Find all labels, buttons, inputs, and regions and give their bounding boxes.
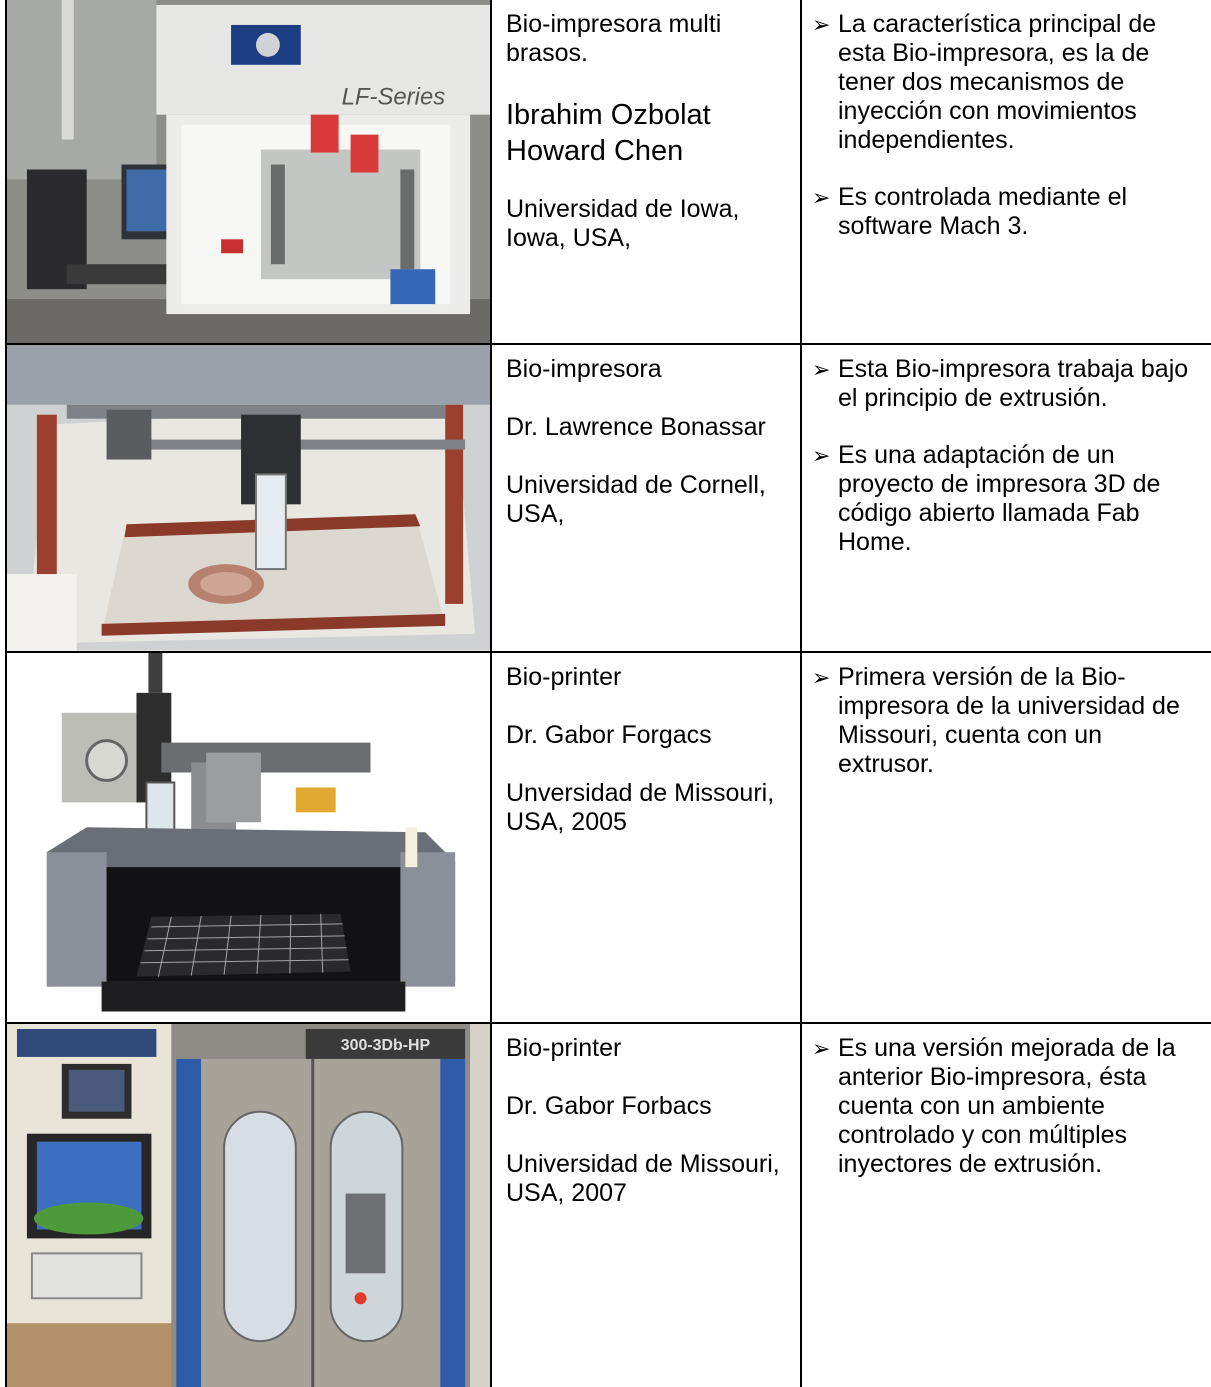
table-row: Bio-impresora Dr. Lawrence Bonassar Univ… [5, 343, 1211, 653]
bullet-list: ➢Primera versión de la Bio-impresora de … [812, 663, 1204, 779]
bullet-list: ➢Esta Bio-impresora trabaja bajo el prin… [812, 355, 1204, 557]
bullet-item: ➢Esta Bio-impresora trabaja bajo el prin… [812, 355, 1189, 412]
printer-title: Bio-impresora [506, 355, 662, 383]
photo-model-label: 300-3Db-HP [341, 1037, 431, 1054]
fab-home-printer-photo [8, 345, 489, 650]
table-row: LF-Series Bio-impresora multi brasos. Ib… [5, 0, 1211, 345]
extruder-bioprinter-photo [8, 653, 489, 1022]
arrow-bullet-icon: ➢ [812, 664, 831, 690]
photo-cell [5, 343, 492, 653]
photo-cell: LF-Series [5, 0, 492, 345]
photo-cell: 300-3Db-HP [5, 1022, 492, 1387]
arrow-bullet-icon: ➢ [812, 357, 831, 382]
printer-title: Bio-printer [506, 1034, 622, 1063]
bullet-item: ➢Es una adaptación de un proyecto de imp… [812, 441, 1161, 556]
arrow-bullet-icon: ➢ [812, 443, 831, 468]
well-plate-grid [136, 913, 351, 977]
description-cell: ➢La característica principal de esta Bio… [800, 0, 1211, 345]
arrow-bullet-icon: ➢ [812, 12, 831, 37]
bioprinter-table: LF-Series Bio-impresora multi brasos. Ib… [5, 0, 1211, 1387]
printer-institution: Universidad de Iowa, Iowa, USA, [506, 195, 740, 252]
table-row: 300-3Db-HP Bio-printer Dr. Gabor Forbacs… [5, 1022, 1211, 1387]
bullet-item: ➢Es una versión mejorada de la anterior … [812, 1034, 1176, 1179]
printer-institution: Unversidad de Missouri, USA, 2005 [506, 778, 775, 836]
description-cell: ➢Primera versión de la Bio-impresora de … [800, 650, 1211, 1025]
info-cell: Bio-impresora multi brasos. Ibrahim Ozbo… [490, 0, 802, 345]
printer-authors: Dr. Gabor Forbacs [506, 1092, 712, 1121]
info-cell: Bio-impresora Dr. Lawrence Bonassar Univ… [490, 343, 802, 653]
bullet-list: ➢Es una versión mejorada de la anterior … [812, 1034, 1204, 1179]
bullet-item: ➢Primera versión de la Bio-impresora de … [812, 662, 1180, 778]
bullet-item: ➢La característica principal de esta Bio… [812, 10, 1157, 154]
bullet-list: ➢La característica principal de esta Bio… [812, 10, 1204, 241]
arrow-bullet-icon: ➢ [812, 185, 831, 210]
bullet-item: ➢Es controlada mediante el software Mach… [812, 183, 1128, 240]
printer-authors: Dr. Gabor Forgacs [506, 720, 712, 749]
photo-cell [5, 650, 492, 1025]
bioprinter-cabinet-photo: LF-Series [8, 0, 489, 342]
printer-title: Bio-impresora multi brasos. [506, 10, 722, 67]
printer-institution: Universidad de Cornell, USA, [506, 471, 766, 528]
printer-title: Bio-printer [506, 662, 622, 691]
description-cell: ➢Esta Bio-impresora trabaja bajo el prin… [800, 343, 1211, 653]
printer-institution: Universidad de Missouri, USA, 2007 [506, 1150, 780, 1208]
printer-authors: Dr. Lawrence Bonassar [506, 413, 766, 441]
table-row: Bio-printer Dr. Gabor Forgacs Unversidad… [5, 650, 1211, 1025]
enclosed-bioprinter-photo: 300-3Db-HP [8, 1025, 489, 1387]
printer-authors: Ibrahim Ozbolat Howard Chen [506, 99, 711, 167]
photo-brand-label: LF-Series [342, 84, 446, 111]
info-cell: Bio-printer Dr. Gabor Forgacs Unversidad… [490, 650, 802, 1025]
description-cell: ➢Es una versión mejorada de la anterior … [800, 1022, 1211, 1387]
arrow-bullet-icon: ➢ [812, 1036, 831, 1062]
info-cell: Bio-printer Dr. Gabor Forbacs Universida… [490, 1022, 802, 1387]
